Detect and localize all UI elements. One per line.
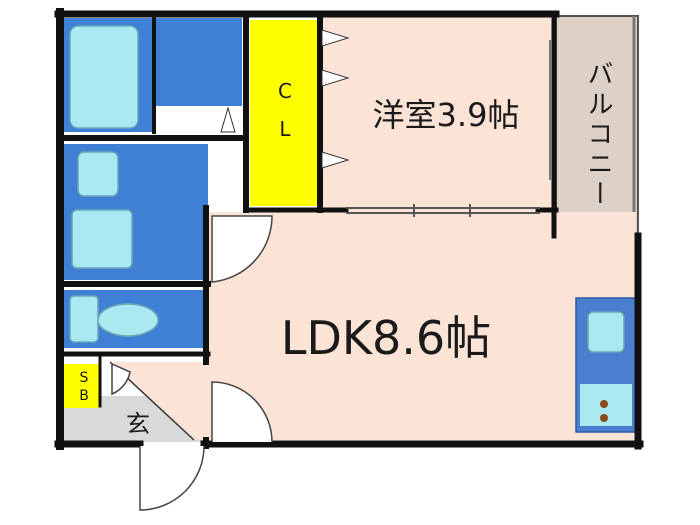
- closet-label-l: L: [279, 117, 291, 141]
- bathtub-icon: [69, 25, 139, 129]
- toilet-bowl-icon: [97, 303, 159, 337]
- toilet-tank-icon: [69, 295, 99, 343]
- balcony-label: バルコニー: [583, 60, 613, 210]
- ldk-label: LDK8.6帖: [281, 311, 491, 365]
- entrance-label: 玄: [126, 410, 150, 438]
- shoe-box: [64, 364, 100, 408]
- balcony-area: [555, 15, 639, 237]
- step-area: [110, 362, 208, 440]
- sink-icon: [77, 151, 119, 197]
- closet: [250, 20, 318, 206]
- sliding-door: [346, 204, 540, 217]
- shoe-box-label-s: S: [80, 370, 89, 386]
- ldk-door-icon: [211, 215, 273, 283]
- shoe-box-label-b: B: [79, 388, 89, 404]
- door-swings: [111, 215, 273, 511]
- closet-door-markers: [321, 29, 350, 169]
- walls: [54, 8, 644, 450]
- burner-icon: [600, 414, 608, 422]
- shoe-room-door-icon: [111, 362, 131, 396]
- washer-icon: [71, 209, 133, 269]
- door-arrow-icon: [220, 106, 236, 133]
- western-room-floor: [320, 16, 552, 212]
- entrance-ldk-door-icon: [211, 381, 273, 443]
- western-room-label: 洋室3.9帖: [373, 96, 520, 134]
- burner-icon: [600, 400, 608, 408]
- front-door-icon: [139, 445, 205, 511]
- ldk-floor: [208, 212, 636, 440]
- kitchen-sink-icon: [587, 311, 625, 353]
- closet-label-c: C: [278, 79, 292, 103]
